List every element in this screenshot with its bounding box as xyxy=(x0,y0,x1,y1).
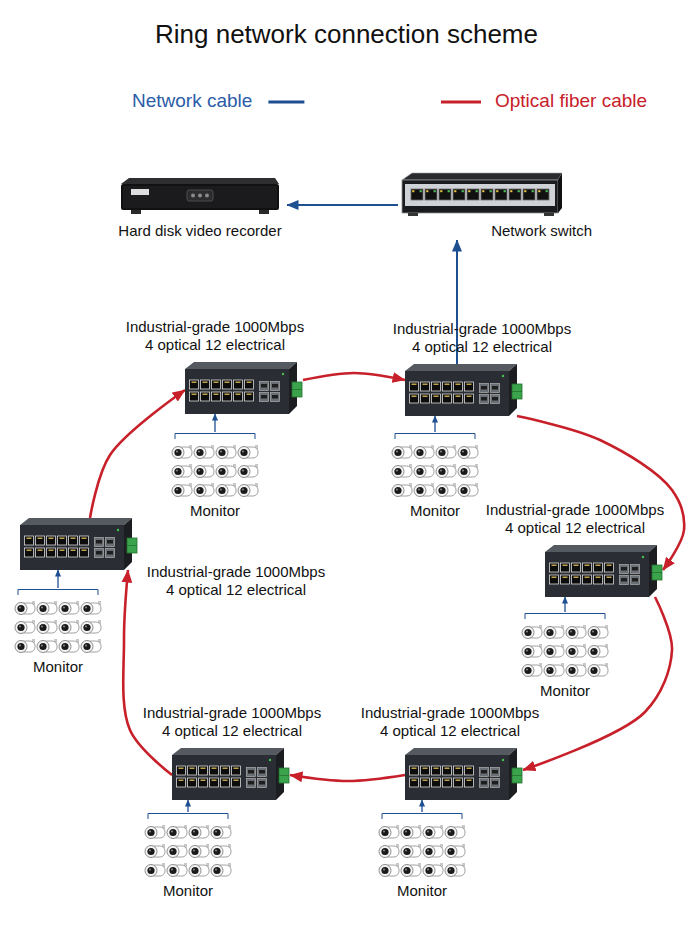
diagram-title: Ring network connection scheme xyxy=(0,18,693,50)
switch-heading: Industrial-grade 1000Mbps 4 optical 12 e… xyxy=(122,318,308,354)
fiber-connector xyxy=(290,775,405,781)
monitor-label: Monitor xyxy=(372,882,472,900)
fiber-connector xyxy=(123,570,172,775)
industrial-switch: Industrial-grade 1000Mbps 4 optical 12 e… xyxy=(405,364,523,416)
ind-picture xyxy=(545,545,662,597)
legend-line xyxy=(441,101,481,104)
label-row: Network switch xyxy=(398,222,598,240)
ind-icon xyxy=(172,748,290,800)
fiber-connector xyxy=(90,390,185,518)
mon-picture xyxy=(378,814,466,882)
mon-icon xyxy=(138,812,238,882)
mon-picture xyxy=(171,434,259,502)
camera-uplink xyxy=(434,416,435,432)
hdd-icon xyxy=(119,176,281,216)
monitor-label: Monitor xyxy=(165,502,265,520)
ind-icon xyxy=(185,362,303,414)
camera-group: Monitor xyxy=(372,812,472,900)
industrial-switch: Industrial-grade 1000Mbps 4 optical 12 e… xyxy=(545,545,663,597)
camera-uplink xyxy=(187,800,188,812)
legend-label: Network cable xyxy=(132,89,252,113)
mon-picture xyxy=(144,814,232,882)
mon-icon xyxy=(385,432,485,502)
mon-picture xyxy=(14,590,102,658)
ind-picture xyxy=(20,518,137,570)
switch-heading: Industrial-grade 1000Mbps 4 optical 12 e… xyxy=(143,563,329,599)
legend-item: Optical fiber cable xyxy=(495,89,647,113)
netsw-icon xyxy=(398,172,563,218)
camera-uplink xyxy=(57,570,58,588)
switch-label: Industrial-grade 1000Mbps 4 optical 12 e… xyxy=(143,563,329,599)
ind-picture xyxy=(172,748,289,800)
switch-label: Industrial-grade 1000Mbps 4 optical 12 e… xyxy=(357,704,543,740)
mon-icon xyxy=(372,812,472,882)
ind-icon xyxy=(20,518,138,570)
label-row: Hard disk video recorder xyxy=(113,222,287,240)
ind-icon xyxy=(405,364,523,416)
camera-uplink xyxy=(214,414,215,432)
mon-icon xyxy=(515,612,615,682)
industrial-switch: Industrial-grade 1000Mbps 4 optical 12 e… xyxy=(185,362,303,414)
network-connector xyxy=(287,204,398,206)
ind-picture xyxy=(185,362,302,414)
title-box: Ring network connection scheme xyxy=(0,18,693,50)
camera-group: Monitor xyxy=(385,432,485,520)
mon-picture xyxy=(391,434,479,502)
camera-group: Monitor xyxy=(8,588,108,676)
ind-picture xyxy=(405,364,522,416)
switch-heading: Industrial-grade 1000Mbps 4 optical 12 e… xyxy=(357,704,543,740)
switch-heading: Industrial-grade 1000Mbps 4 optical 12 e… xyxy=(139,704,325,740)
netsw-picture xyxy=(402,173,562,216)
device-label: Hard disk video recorder xyxy=(118,222,281,240)
monitor-label: Monitor xyxy=(515,682,615,700)
mon-icon xyxy=(8,588,108,658)
switch-label: Industrial-grade 1000Mbps 4 optical 12 e… xyxy=(139,704,325,740)
monitor-label: Monitor xyxy=(138,882,238,900)
ind-icon xyxy=(405,748,523,800)
industrial-switch: Industrial-grade 1000Mbps 4 optical 12 e… xyxy=(20,518,138,570)
mon-picture xyxy=(521,614,609,682)
switch-label: Industrial-grade 1000Mbps 4 optical 12 e… xyxy=(122,318,308,354)
hdd-picture xyxy=(121,178,279,214)
mon-icon xyxy=(165,432,265,502)
switch-heading: Industrial-grade 1000Mbps 4 optical 12 e… xyxy=(482,501,668,537)
camera-group: Monitor xyxy=(515,612,615,700)
camera-group: Monitor xyxy=(138,812,238,900)
industrial-switch: Industrial-grade 1000Mbps 4 optical 12 e… xyxy=(405,748,523,800)
legend-item: Network cable xyxy=(132,89,252,113)
monitor-label: Monitor xyxy=(385,502,485,520)
camera-group: Monitor xyxy=(165,432,265,520)
ind-picture xyxy=(405,748,522,800)
legend-label: Optical fiber cable xyxy=(495,89,647,113)
device-label: Network switch xyxy=(398,222,592,240)
fiber-connector xyxy=(303,373,405,380)
camera-uplink xyxy=(564,597,565,612)
industrial-switch: Industrial-grade 1000Mbps 4 optical 12 e… xyxy=(172,748,290,800)
switch-label: Industrial-grade 1000Mbps 4 optical 12 e… xyxy=(389,320,575,356)
video-recorder: Hard disk video recorder xyxy=(113,176,287,240)
monitor-label: Monitor xyxy=(8,658,108,676)
switch-heading: Industrial-grade 1000Mbps 4 optical 12 e… xyxy=(389,320,575,356)
switch-label: Industrial-grade 1000Mbps 4 optical 12 e… xyxy=(482,501,668,537)
legend-line xyxy=(268,101,304,104)
camera-uplink xyxy=(421,800,422,812)
network-switch: Network switch xyxy=(398,172,598,240)
ind-icon xyxy=(545,545,663,597)
